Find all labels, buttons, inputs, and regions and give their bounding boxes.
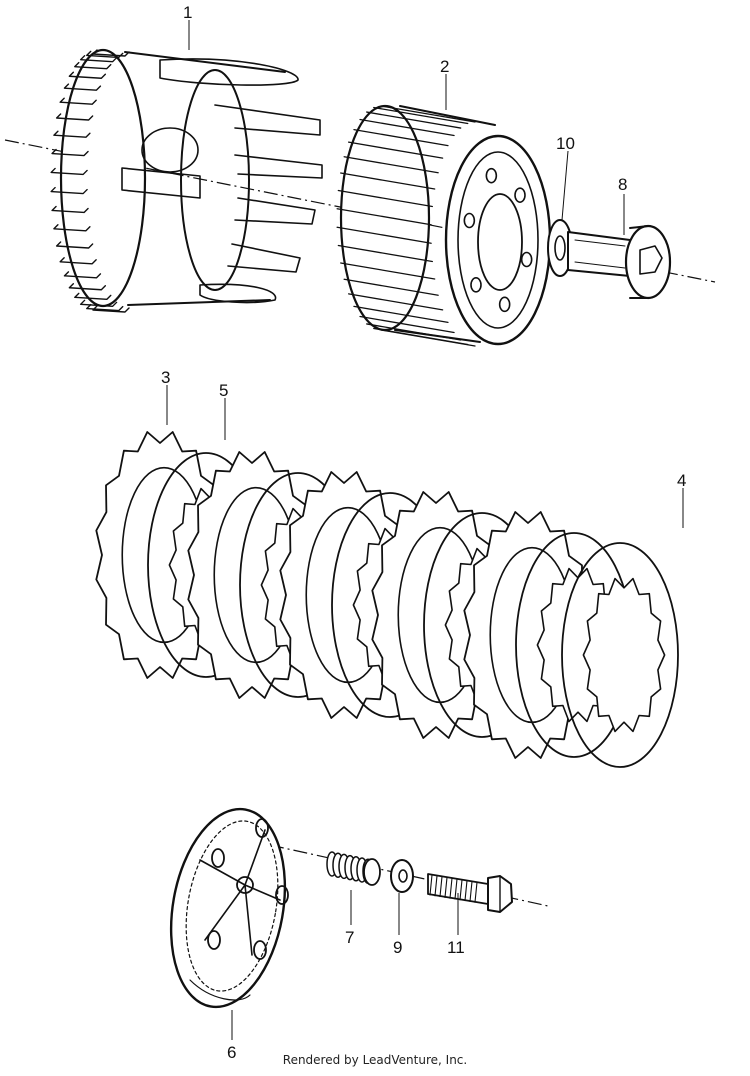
callout-4: 4: [677, 471, 686, 490]
clutch-plate-stack: [95, 431, 679, 768]
clutch-outer-housing-icon: [50, 48, 323, 313]
pressure-plate-icon: [169, 807, 289, 1009]
callout-6: 6: [227, 1043, 236, 1062]
hub-bolt-holes: [463, 167, 533, 313]
clutch-center-hub-icon: [336, 104, 552, 347]
bolt-icon: [427, 873, 513, 913]
callout-3: 3: [161, 368, 170, 387]
callout-11: 11: [447, 938, 465, 957]
housing-splines: [50, 49, 130, 313]
clutch-bolt-icon: [567, 224, 672, 300]
callout-5: 5: [219, 381, 228, 400]
callout-2: 2: [440, 57, 449, 76]
callout-1: 1: [183, 3, 192, 22]
washer-icon: [390, 859, 414, 893]
callout-8: 8: [618, 175, 627, 194]
pressure-plate-spring-holes: [207, 818, 289, 960]
friction-disc-icon: [561, 542, 679, 768]
leader-lines: [166, 20, 684, 1040]
clutch-spring-icon: [326, 851, 381, 886]
callout-9: 9: [393, 938, 402, 957]
footer-credit: Rendered by LeadVenture, Inc.: [282, 1053, 468, 1067]
callout-7: 7: [345, 928, 354, 947]
callout-10: 10: [556, 134, 575, 153]
